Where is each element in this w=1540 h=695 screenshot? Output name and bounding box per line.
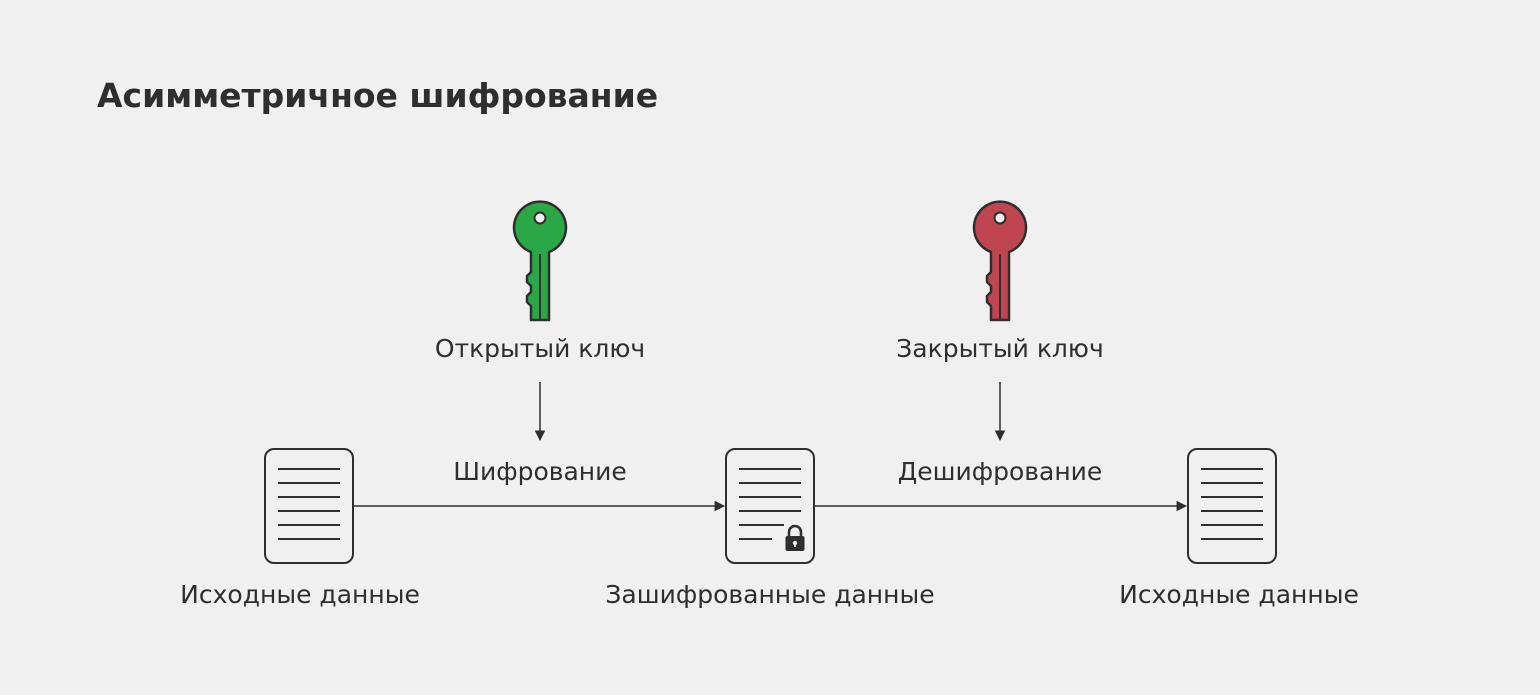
lock-icon <box>785 524 805 551</box>
result-data-label: Исходные данные <box>1119 580 1359 609</box>
source-data-label: Исходные данные <box>180 580 420 609</box>
encrypted-data-label: Зашифрованные данные <box>605 580 935 609</box>
encrypted-document-icon <box>725 448 815 564</box>
private-key-label: Закрытый ключ <box>896 334 1104 363</box>
public-key-icon <box>512 200 568 322</box>
public-key-label: Открытый ключ <box>434 334 646 363</box>
decryption-step-label: Дешифрование <box>897 457 1103 486</box>
result-document-icon <box>1187 448 1277 564</box>
page-title: Асимметричное шифрование <box>97 76 659 115</box>
source-document-icon <box>264 448 354 564</box>
encryption-step-label: Шифрование <box>453 457 627 486</box>
private-key-icon <box>972 200 1028 322</box>
